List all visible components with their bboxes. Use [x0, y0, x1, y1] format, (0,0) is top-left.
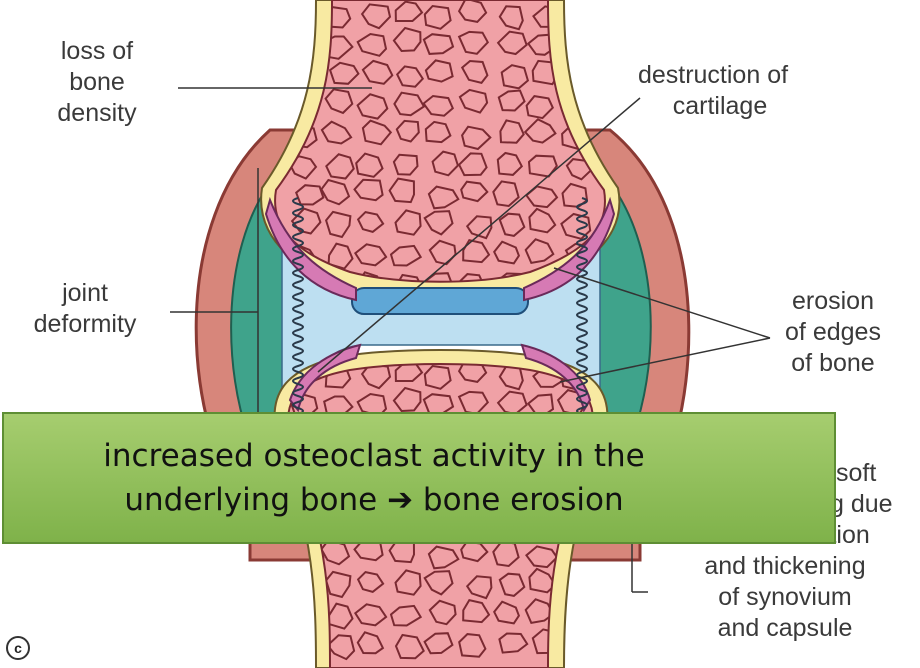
bone-cell	[566, 604, 594, 626]
label-joint-deformity: joint deformity	[10, 278, 160, 340]
callout-line-2: underlying bone ➔ bone erosion	[103, 478, 644, 522]
bone-cell	[289, 605, 316, 629]
osteoclast-callout: increased osteoclast activity in the und…	[2, 412, 836, 544]
callout-text: increased osteoclast activity in the und…	[103, 434, 644, 522]
bone-cell	[569, 630, 595, 654]
callout-line-1: increased osteoclast activity in the	[103, 434, 644, 478]
label-loss-of-bone-density: loss of bone density	[22, 36, 172, 129]
label-destruction-of-cartilage: destruction of cartilage	[608, 60, 818, 122]
label-erosion-of-edges-of-bone: erosion of edges of bone	[758, 286, 908, 379]
bone-cell	[291, 4, 318, 25]
articular-cartilage	[352, 288, 528, 314]
copyright-mark: c	[6, 636, 30, 660]
